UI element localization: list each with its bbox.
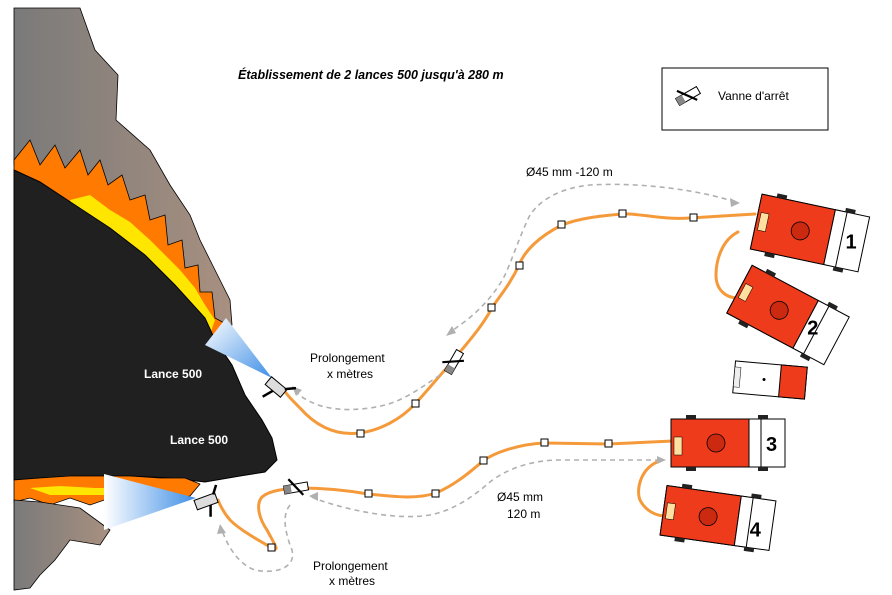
truck-number: 2 (807, 317, 818, 339)
hose-label-upper: Ø45 mm -120 m (526, 165, 613, 179)
arrow-head (446, 326, 456, 336)
arrow-head (309, 492, 318, 501)
support-vehicle (732, 360, 808, 400)
extension-label-upper-line1: Prolongement (310, 351, 385, 365)
extension-label-lower-line2: x mètres (329, 574, 375, 588)
coupler (515, 261, 524, 270)
shutoff-valve-icon (282, 478, 310, 496)
water-jet-lower (104, 474, 196, 530)
hose-label-lower-line1: Ø45 mm (497, 490, 543, 504)
lance-label-upper: Lance 500 (144, 367, 202, 381)
truck-number: 1 (846, 232, 857, 254)
fire-truck-3: 3 (670, 415, 786, 471)
coupler (364, 489, 373, 498)
coupler (431, 489, 440, 498)
water-jet-upper (205, 318, 272, 378)
coupler (604, 439, 613, 448)
coupler (267, 543, 276, 552)
coupler (557, 220, 566, 229)
smoke-lower (13, 499, 111, 591)
truck-number: 3 (766, 434, 777, 456)
dashed-arrow-upper-extension (294, 374, 441, 411)
nozzle-lower-icon (193, 484, 219, 517)
arrow-head (730, 198, 740, 207)
coupler (356, 429, 365, 438)
coupler (487, 303, 496, 312)
shutoff-valve-icon (674, 85, 702, 107)
fire-truck-1: 1 (749, 193, 871, 273)
hose-label-lower-line2: 120 m (507, 507, 540, 521)
coupler (540, 438, 549, 447)
dashed-arrow-upper-hose (447, 183, 736, 335)
arrow-head (657, 456, 666, 464)
diagram-title: Établissement de 2 lances 500 jusqu'à 28… (238, 67, 504, 82)
hose-truck3-truck4 (637, 460, 668, 518)
hose-upper (282, 212, 757, 435)
nozzle-upper-icon (262, 376, 297, 398)
truck-number: 4 (750, 520, 762, 542)
arrow-head (217, 524, 226, 534)
lance-label-lower: Lance 500 (170, 433, 228, 447)
fire-truck-4: 4 (659, 483, 777, 553)
extension-label-upper-line2: x mètres (327, 367, 373, 381)
extension-label-lower-line1: Prolongement (313, 559, 388, 573)
coupler (411, 399, 420, 408)
dashed-arrow-lower-hose (311, 459, 660, 518)
legend-label: Vanne d'arrêt (718, 89, 789, 103)
coupler (618, 209, 627, 218)
coupler (479, 456, 488, 465)
coupler (689, 213, 698, 222)
fire-truck-2: 2 (726, 264, 850, 366)
dashed-arrow-lower-extension (221, 504, 294, 572)
shutoff-valve-icon (442, 348, 465, 376)
hose-truck1-truck2 (714, 230, 740, 300)
